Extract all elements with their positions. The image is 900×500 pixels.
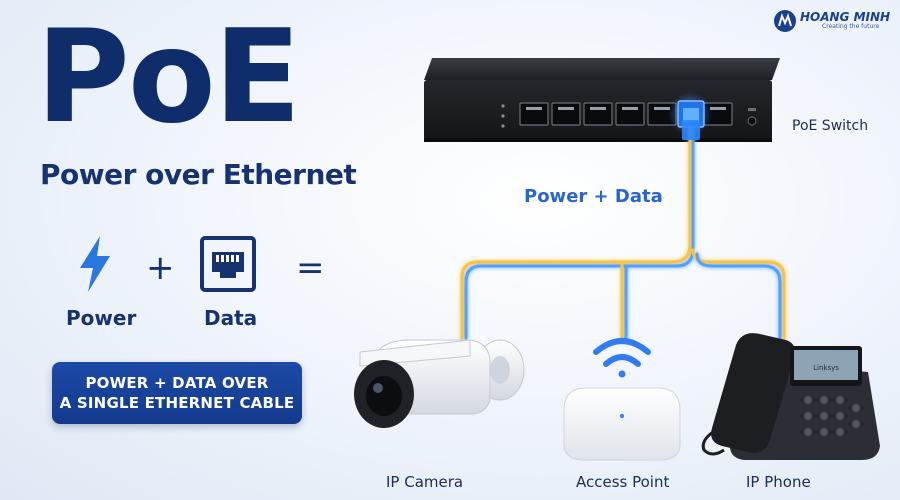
power-label: Power <box>66 306 137 330</box>
plus-sign: + <box>146 248 175 288</box>
logo-name: HOANG MINH <box>800 10 891 24</box>
summary-banner: POWER + DATA OVER A SINGLE ETHERNET CABL… <box>52 362 302 424</box>
logo-tagline: Creating the future <box>822 23 880 30</box>
device-label-access-point: Access Point <box>576 473 670 491</box>
page-subtitle: Power over Ethernet <box>40 158 357 191</box>
cable-label: Power + Data <box>524 186 663 207</box>
device-label-phone: IP Phone <box>746 473 811 491</box>
poe-switch <box>424 58 780 142</box>
page-title: PoE <box>36 3 301 152</box>
wifi-icon <box>593 338 651 378</box>
poe-cables <box>460 126 786 342</box>
access-point <box>563 387 681 461</box>
data-label: Data <box>204 306 258 330</box>
ip-phone: Linksys <box>701 333 880 460</box>
hoang-minh-logo-icon <box>774 10 796 32</box>
ip-camera <box>354 339 525 428</box>
banner-line-1: POWER + DATA OVER <box>85 374 269 392</box>
ethernet-plug <box>682 120 700 140</box>
phone-screen-text: Linksys <box>813 364 839 372</box>
banner-line-2: A SINGLE ETHERNET CABLE <box>59 394 295 412</box>
device-label-camera: IP Camera <box>386 473 464 491</box>
ethernet-port-icon <box>200 236 256 292</box>
equals-sign: = <box>296 248 325 288</box>
lightning-bolt-icon <box>80 236 110 292</box>
switch-label: PoE Switch <box>792 118 869 134</box>
